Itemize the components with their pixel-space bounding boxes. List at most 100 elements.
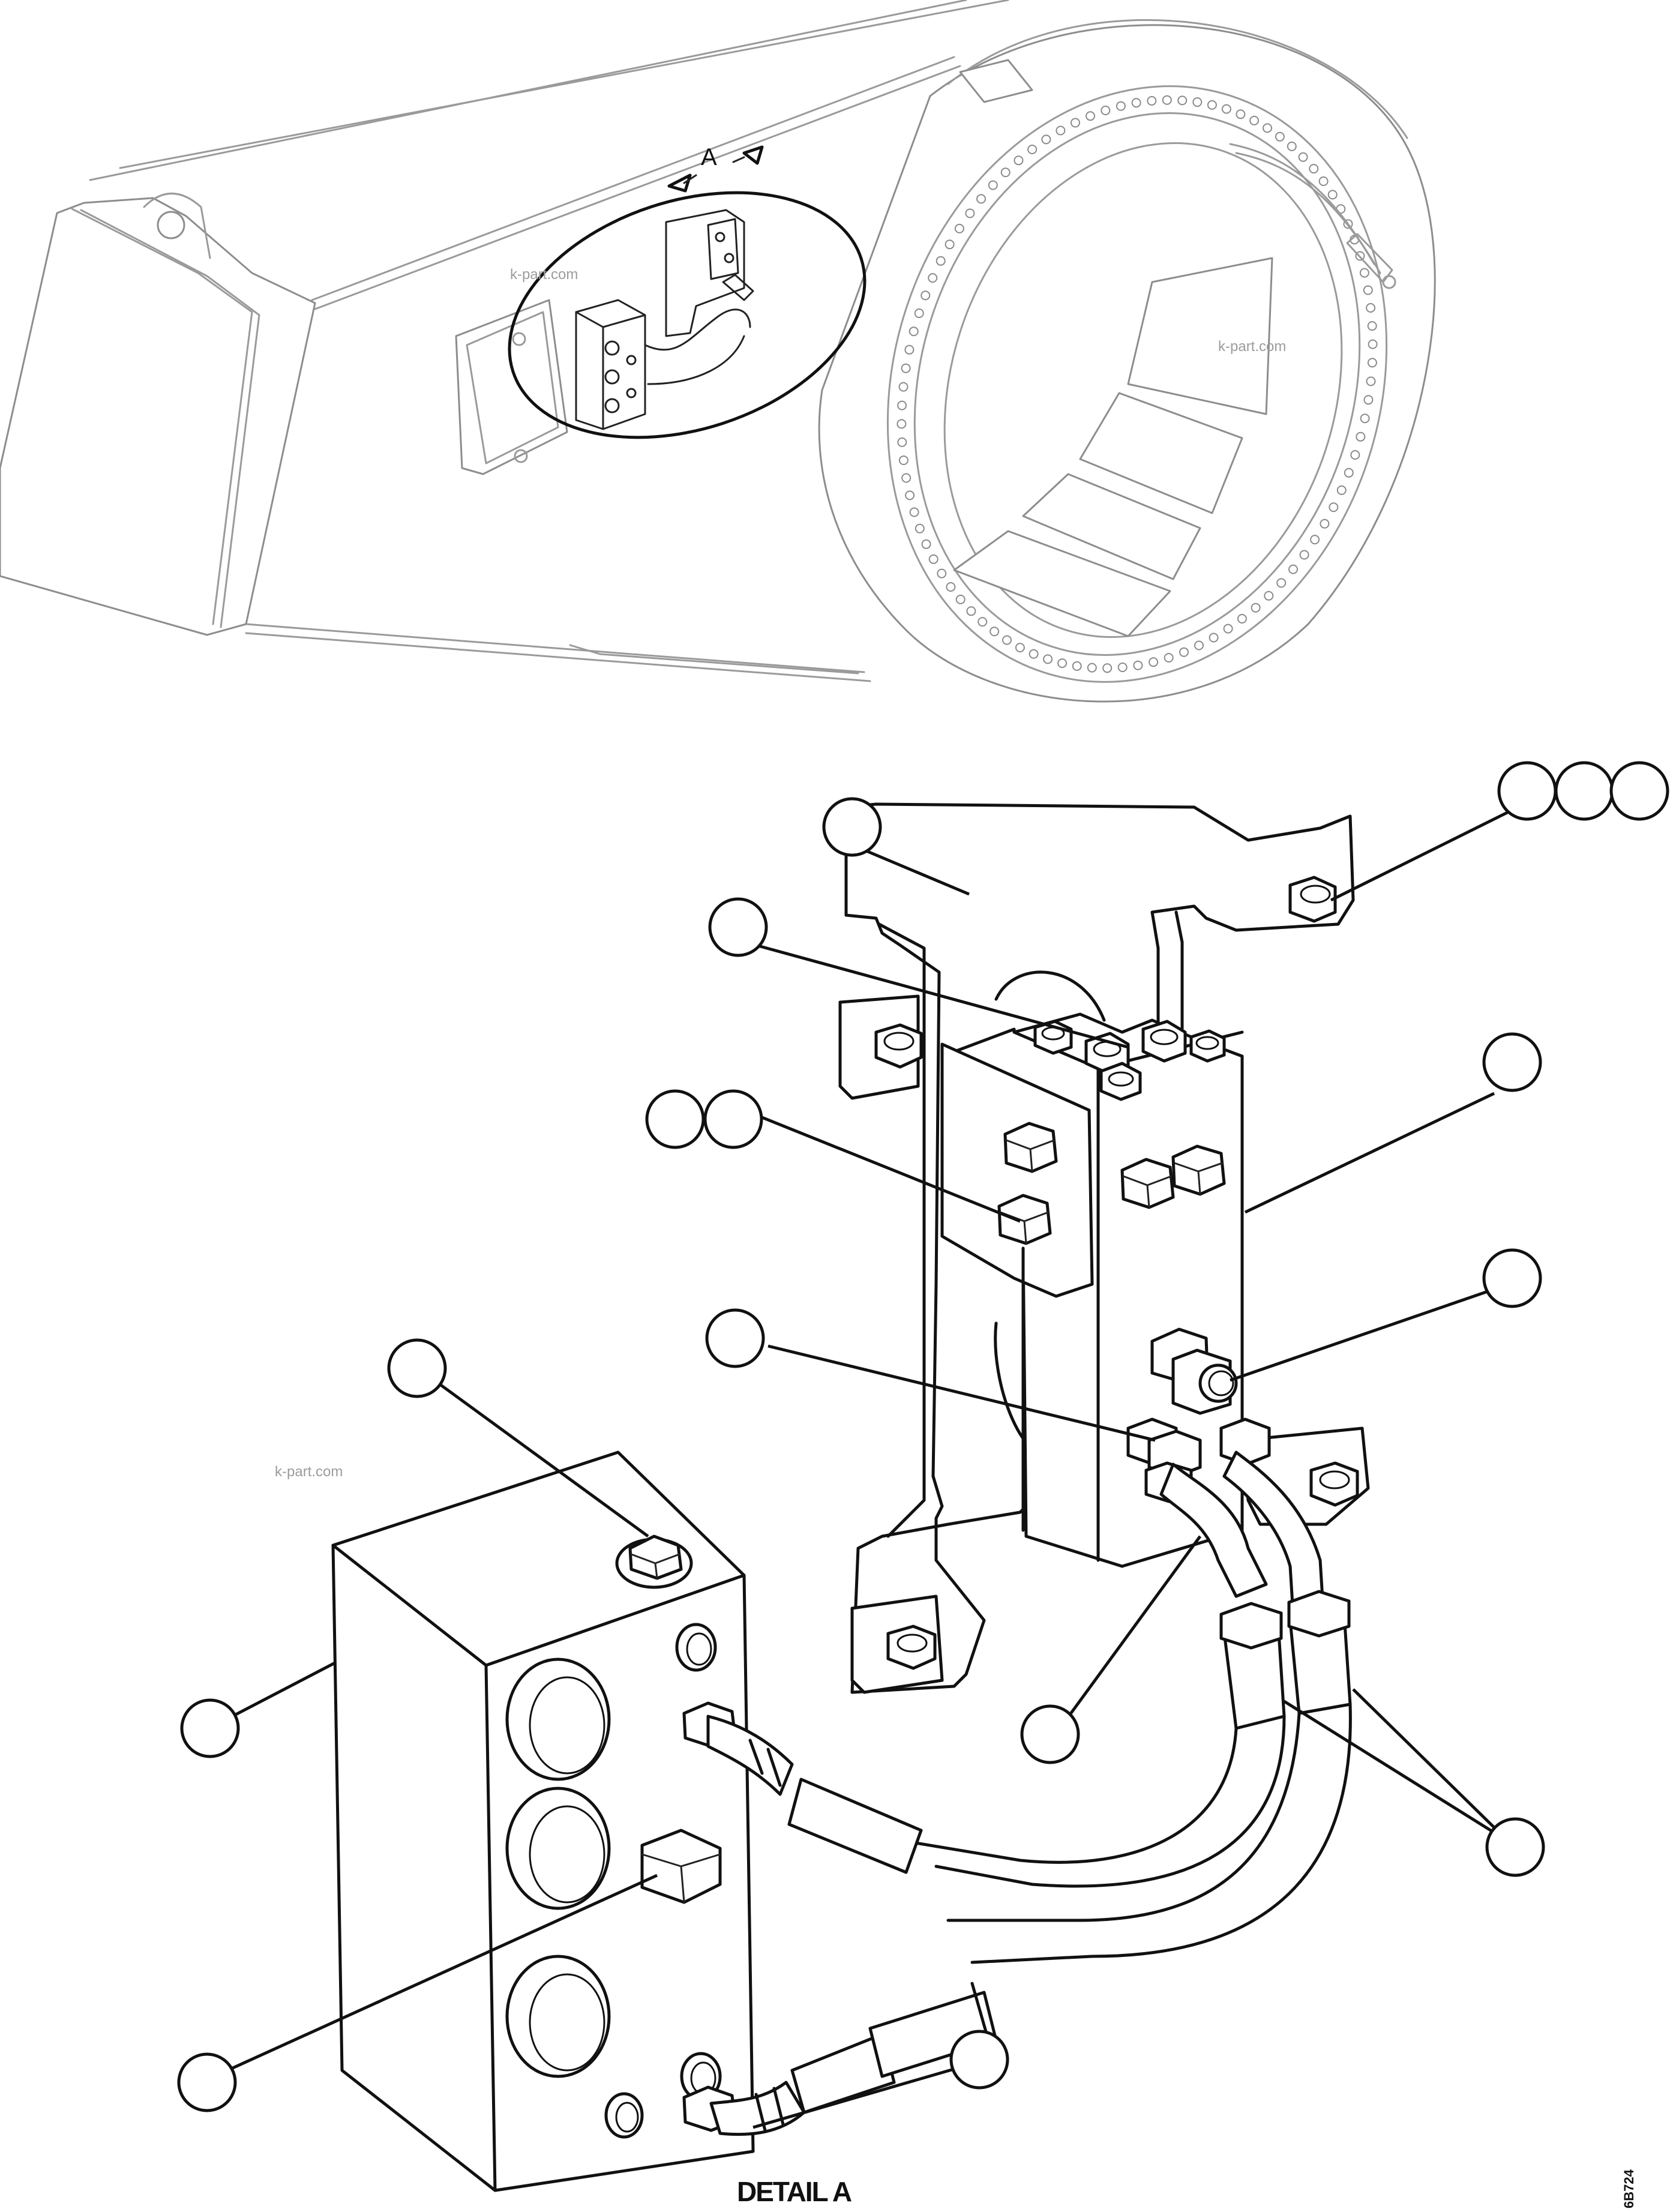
bolt-hole <box>928 554 939 564</box>
bolt-hole <box>1356 431 1366 442</box>
bolt-hole <box>1117 663 1128 672</box>
bolt-hole <box>1000 167 1011 178</box>
bolt-hole <box>898 382 909 392</box>
bolt-hole <box>1299 550 1309 560</box>
bolt-hole <box>904 344 915 355</box>
bolt-hole <box>1015 643 1025 653</box>
bolt-hole <box>921 290 931 301</box>
hose-elbow-left <box>1159 1462 1268 1598</box>
bolt-hole <box>1043 654 1053 664</box>
callout-balloon-5 <box>708 897 768 957</box>
bolt-hole <box>1072 661 1082 671</box>
bolt-hole <box>1367 321 1377 331</box>
bolt-hole <box>1223 624 1233 634</box>
hose-2-outer <box>946 1712 1301 1922</box>
bolt-hole <box>1359 268 1369 278</box>
bolt-hole <box>1041 134 1051 145</box>
bracket-bolt-bottom-left <box>886 1624 937 1670</box>
bolt-hole <box>1236 109 1246 119</box>
slew-window-4 <box>1127 257 1273 415</box>
bolt-hole <box>1071 118 1080 128</box>
upper-valve-side-bolts <box>997 1122 1226 1245</box>
bolt-hole <box>1057 658 1068 669</box>
bolt-hole <box>1177 95 1188 106</box>
bolt-hole <box>1251 603 1261 613</box>
bolt-hole <box>1131 98 1141 108</box>
bolt-hole <box>898 455 909 465</box>
bolt-hole <box>1209 633 1219 643</box>
mini-valve-block <box>575 299 646 430</box>
bolt-hole <box>1116 101 1126 111</box>
bolt-hole <box>928 273 938 283</box>
bolt-hole <box>1249 115 1260 125</box>
hose-1-outer <box>910 1727 1238 1864</box>
bolt-hole <box>1264 591 1274 601</box>
bolt-hole <box>1367 358 1377 368</box>
bolt-hole <box>1344 467 1354 478</box>
bolt-hole <box>1027 145 1038 154</box>
bolt-hole <box>954 223 964 233</box>
bolt-hole <box>1350 450 1360 460</box>
bolt-hole <box>1014 155 1024 166</box>
manifold-top-plug <box>615 1534 693 1589</box>
bolt-hole <box>1087 663 1097 673</box>
bolt-hole <box>921 539 931 549</box>
hose-2-ferrule-lower <box>790 2033 896 2114</box>
bolt-hole <box>1329 502 1339 512</box>
bolt-hole <box>1102 663 1113 673</box>
bolt-hole <box>1327 190 1338 200</box>
bolt-hole <box>1320 518 1330 529</box>
callout-balloon-12 <box>1020 1704 1080 1764</box>
bolt-hole <box>1275 131 1285 142</box>
detail-a-ellipse <box>508 191 867 439</box>
mini-bracket <box>665 209 745 337</box>
bolt-hole <box>901 473 912 483</box>
slew-window-3 <box>1079 392 1243 514</box>
upper-valve-flange <box>940 1042 1094 1298</box>
callout-balloon-7 <box>645 1089 705 1149</box>
bracket-bolt-top-right <box>1288 876 1337 923</box>
bolt-hole <box>1288 564 1298 574</box>
bolt-hole <box>1360 413 1370 424</box>
callout-balloon-15 <box>177 2052 237 2112</box>
bolt-hole <box>1086 111 1095 121</box>
bolt-hole <box>1101 106 1111 115</box>
bolt-hole <box>1318 176 1329 186</box>
bolt-hole <box>1363 285 1373 295</box>
housing-top-box <box>959 59 1033 103</box>
bolt-hole <box>915 523 925 533</box>
leader-lines <box>220 802 1525 2129</box>
manifold-fitting-upper <box>682 1701 794 1796</box>
bolt-hole <box>897 400 907 410</box>
bolt-hole <box>1263 123 1272 133</box>
slew-bolt-holes <box>897 95 1378 673</box>
watermark-3: k-part.com <box>275 1464 343 1480</box>
manifold-large-ports <box>505 1657 611 2078</box>
callout-balloon-16 <box>949 2030 1009 2090</box>
bolt-hole <box>976 194 986 204</box>
bolt-hole <box>897 437 907 447</box>
bolt-hole <box>1162 95 1172 105</box>
bolt-hole <box>988 180 998 190</box>
bolt-hole <box>955 594 966 604</box>
callout-balloon-9 <box>1482 1248 1542 1308</box>
bolt-hole <box>1310 535 1320 545</box>
callout-balloon-1 <box>1497 761 1557 821</box>
bolt-hole <box>1149 657 1159 667</box>
watermark-2: k-part.com <box>1218 338 1286 355</box>
boom-end-plate <box>0 197 316 636</box>
bolt-hole <box>909 326 919 337</box>
watermark-1: k-part.com <box>510 266 578 283</box>
bolt-hole <box>905 490 915 500</box>
slew-ring-outer <box>886 85 1388 683</box>
bolt-hole <box>1363 395 1374 405</box>
bolt-hole <box>1366 376 1376 386</box>
callout-balloon-2 <box>1554 761 1614 821</box>
callout-balloon-14 <box>180 1698 240 1758</box>
bolt-hole <box>945 239 955 250</box>
bolt-hole <box>1164 653 1174 663</box>
bolt-hole <box>978 617 988 627</box>
bolt-hole <box>937 568 947 579</box>
bolt-hole <box>1298 152 1308 162</box>
